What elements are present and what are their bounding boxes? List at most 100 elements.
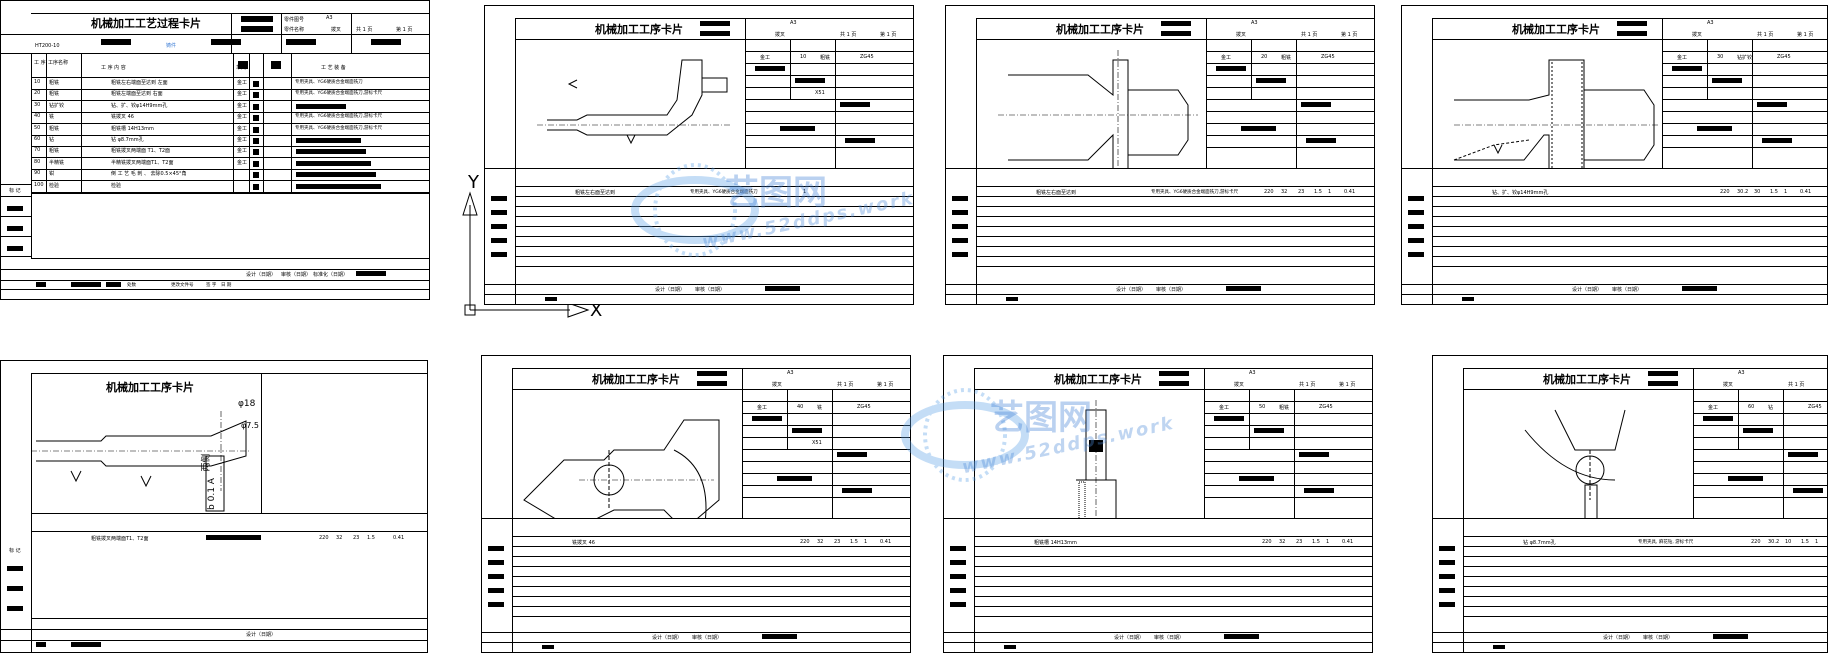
op-card-spec: ZG45 xyxy=(1321,54,1335,60)
row-dept: 金工 xyxy=(237,137,248,143)
col-equip: 工 艺 装 备 xyxy=(321,65,346,71)
op-card-sheet-no: 第 1 页 xyxy=(880,32,897,38)
row-equip: 专用夹具、YG6硬质合金端面铣刀,游标卡尺 xyxy=(295,91,383,97)
op-card-op-no: 40 xyxy=(797,404,804,410)
row-dept: 金工 xyxy=(237,80,248,86)
op-card-sheet-total: 共 1 页 xyxy=(1299,382,1316,388)
op-card-num: 10 xyxy=(1785,539,1792,545)
part-drawing xyxy=(1524,409,1626,518)
op-card-footer-design: 设计（日期） xyxy=(1603,635,1634,641)
row-op-no: 50 xyxy=(34,124,41,131)
row-op-name: 检验 xyxy=(49,182,60,189)
op-card-bl-n0: 220 xyxy=(319,535,329,541)
op-card-dept: 金工 xyxy=(760,55,771,61)
sheet-total: 共 1 页 xyxy=(356,27,373,33)
dim-gdt: b 0.1 A xyxy=(206,478,217,510)
op-card-num: 220 xyxy=(1264,189,1274,195)
op-card-equip: 专用夹具、YG6硬质合金端面铣刀,游标卡尺 xyxy=(1151,190,1239,195)
op-card-dept: 金工 xyxy=(1219,405,1230,411)
op-card-num: 1 xyxy=(1784,189,1788,195)
op-card-part-name: 拨叉 xyxy=(772,382,783,388)
row-op-no: 70 xyxy=(34,147,41,154)
op-card-bl-content: 粗铣拨叉两端面T1、T2面 xyxy=(91,536,149,542)
row-equip: 专用夹具、YG6硬质合金端面铣刀,游标卡尺 xyxy=(295,125,383,131)
op-card-sheet-total: 共 1 页 xyxy=(1301,32,1318,38)
row-op-content: 检验 xyxy=(111,182,122,189)
part-drawing xyxy=(523,419,720,518)
row-op-name: 半精铣 xyxy=(49,159,65,166)
op-card-op-name: 粗铣 xyxy=(1279,405,1290,411)
op-card-dept: 金工 xyxy=(757,405,768,411)
op-card-num: 0.41 xyxy=(1800,189,1812,195)
row-op-no: 80 xyxy=(34,158,41,165)
size-label: A3 xyxy=(326,15,333,21)
row-op-name: 粗铣 xyxy=(49,125,60,132)
row-dept: 金工 xyxy=(237,159,248,166)
op-card-bl-n2: 23 xyxy=(353,535,360,541)
op-card-size: A3 xyxy=(787,370,794,376)
row-equip: 专用夹具、YG6硬质合金端面铣刀,游标卡尺 xyxy=(295,114,383,120)
dim-d4: φ7.5 xyxy=(241,421,259,430)
op-card-op-no: 60 xyxy=(1748,404,1755,410)
row-dept: 金工 xyxy=(237,114,248,121)
part-drawing xyxy=(1453,59,1659,168)
op-card-footer-review: 审核（日期） xyxy=(1156,287,1187,293)
op-card-size: A3 xyxy=(1738,370,1745,376)
process-card-title: 机械加工工艺过程卡片 xyxy=(91,17,201,30)
op-card-footer-design: 设计（日期） xyxy=(1114,635,1145,641)
part-drawing xyxy=(537,59,732,145)
op-card-part-name: 拨叉 xyxy=(775,32,786,38)
side-label-mark: 标 记 xyxy=(9,188,21,194)
part-name: 拨叉 xyxy=(331,27,342,33)
op-card-sheet-no: 第 1 页 xyxy=(1339,382,1356,388)
op-card-spec: ZG45 xyxy=(860,54,874,60)
op-card-title: 机械加工工序卡片 xyxy=(1512,23,1600,36)
op-card-footer-review: 审核（日期） xyxy=(695,287,726,293)
op-card-num: 1.5 xyxy=(850,539,858,545)
op-card-num: 220 xyxy=(1751,539,1761,545)
op-card-num: 220 xyxy=(800,539,810,545)
row-op-content: 粗铣左右端面至达到 左面 xyxy=(111,80,168,86)
op-card-num: 0.41 xyxy=(880,539,892,545)
op-card-op-no: 30 xyxy=(1717,54,1724,60)
op-card-sheet-total: 共 1 页 xyxy=(840,32,857,38)
row-op-no: 90 xyxy=(34,170,41,177)
material-tag: 铸件 xyxy=(166,43,177,49)
footer-design: 设计（日期） xyxy=(246,272,277,278)
row-dept: 金工 xyxy=(237,91,248,98)
op-card-footer-review: 审核（日期） xyxy=(1612,287,1643,293)
op-card-part-name: 拨叉 xyxy=(1236,32,1247,38)
op-card-machine: X51 xyxy=(815,90,825,96)
row-op-name: 粗铣 xyxy=(49,91,60,98)
op-card-equip: 专用夹具, 麻花钻, 游标卡尺 xyxy=(1638,540,1694,545)
op-card-num: 30.2 xyxy=(1737,189,1749,195)
dim-d3: φ18 xyxy=(238,399,256,409)
op-card-bl-n3: 1.5 xyxy=(367,535,375,541)
op-card-title: 机械加工工序卡片 xyxy=(1543,373,1631,386)
op-card-part-name: 拨叉 xyxy=(1692,32,1703,38)
op-card-footer-review: 审核（日期） xyxy=(692,635,723,641)
op-card-num: 1.5 xyxy=(1314,189,1322,195)
op-card-num: 23 xyxy=(1296,539,1303,545)
op-card-content: 钻 φ8.7mm孔 xyxy=(1523,540,1556,546)
op-card-op-no: 20 xyxy=(1261,54,1268,60)
row-op-name: 钻扩铰 xyxy=(49,102,65,109)
op-card-num: 0.41 xyxy=(1344,189,1356,195)
op-card-num: 32 xyxy=(1279,539,1286,545)
op-card-title: 机械加工工序卡片 xyxy=(1054,373,1142,386)
op-card-content: 钻、扩、铰φ14H9mm孔 xyxy=(1492,190,1549,196)
axis-x-label: X xyxy=(590,300,603,321)
row-dept: 金工 xyxy=(237,148,248,155)
op-card-op-name: 粗铣 xyxy=(1281,55,1292,61)
row-op-no: 40 xyxy=(34,113,41,120)
op-card-size: A3 xyxy=(1249,370,1256,376)
axis-y-label: Y xyxy=(468,172,479,193)
op-card-op-name: 粗铣 xyxy=(820,55,831,61)
op-card-num: 1.5 xyxy=(1801,539,1809,545)
row-dept: 金工 xyxy=(237,125,248,132)
op-card-equip: 专用夹具、YG6硬质合金端面铣刀 xyxy=(690,190,758,195)
row-op-no: 30 xyxy=(34,101,41,108)
